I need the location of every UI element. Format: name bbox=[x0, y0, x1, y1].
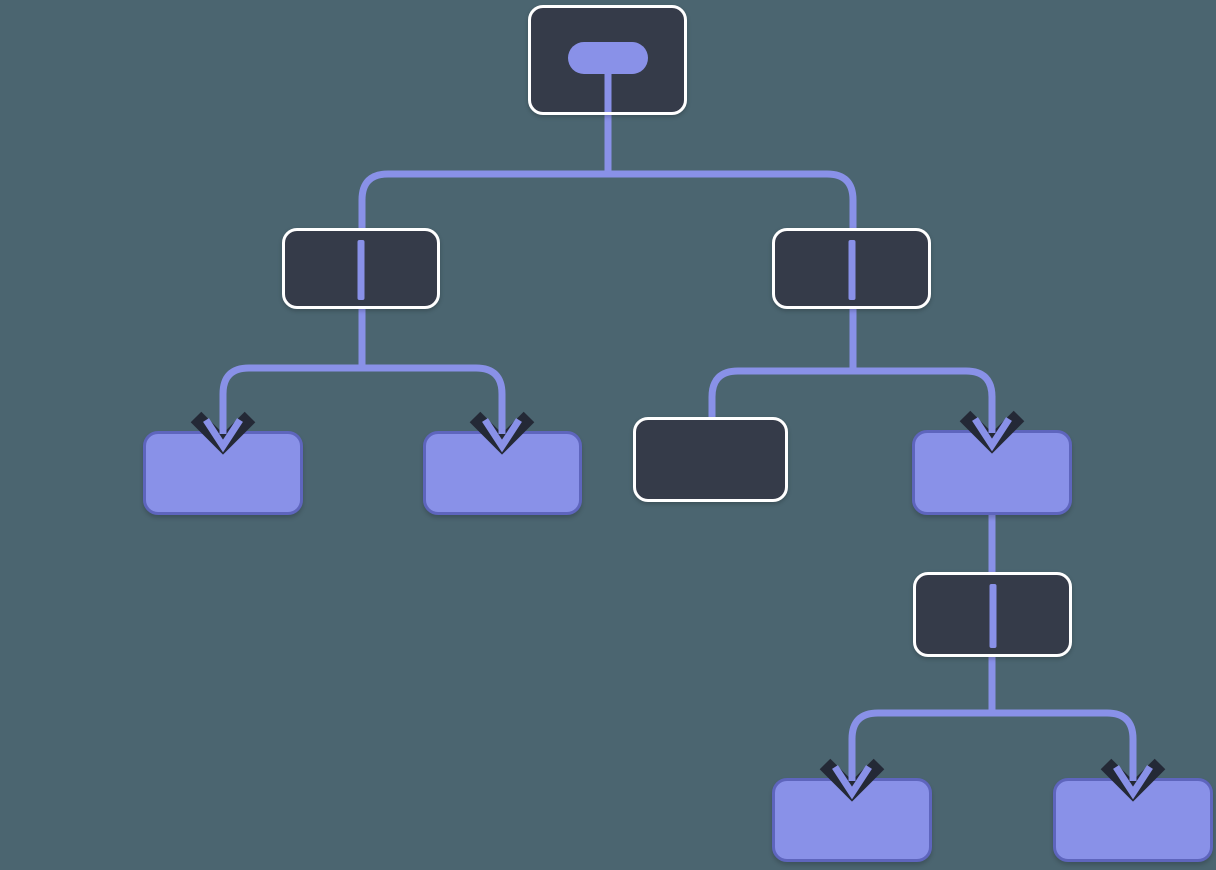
edge-bottom-split-branch-2 bbox=[992, 709, 1137, 780]
node-branch-left[interactable] bbox=[282, 228, 440, 309]
collapsed-subtree-icon bbox=[567, 42, 648, 74]
edge-root-split-branch-2 bbox=[608, 170, 857, 231]
through-line-icon bbox=[357, 240, 365, 300]
node-root[interactable] bbox=[528, 5, 687, 115]
edge-left-split-branch-2 bbox=[362, 364, 506, 433]
collapsed-subtree-stem bbox=[604, 72, 611, 112]
arrowhead-icon bbox=[482, 418, 522, 453]
node-branch-bottom[interactable] bbox=[913, 572, 1072, 657]
arrowhead-icon bbox=[203, 418, 243, 453]
arrowhead-icon bbox=[972, 417, 1012, 452]
edge-right-split-branch-1 bbox=[708, 367, 853, 420]
node-leaf-bottom-1[interactable] bbox=[772, 778, 932, 862]
edge-bottom-split-branch-1 bbox=[848, 709, 992, 780]
arrowhead-icon bbox=[832, 765, 872, 800]
node-branch-right[interactable] bbox=[772, 228, 931, 309]
through-line-icon bbox=[989, 584, 996, 648]
node-mid-dark[interactable] bbox=[633, 417, 788, 502]
arrowhead-icon bbox=[1113, 765, 1153, 800]
node-leaf-right[interactable] bbox=[912, 430, 1072, 515]
through-line-icon bbox=[848, 240, 855, 300]
edge-root-split-branch-1 bbox=[358, 170, 608, 231]
edge-left-split-branch-1 bbox=[219, 364, 362, 433]
